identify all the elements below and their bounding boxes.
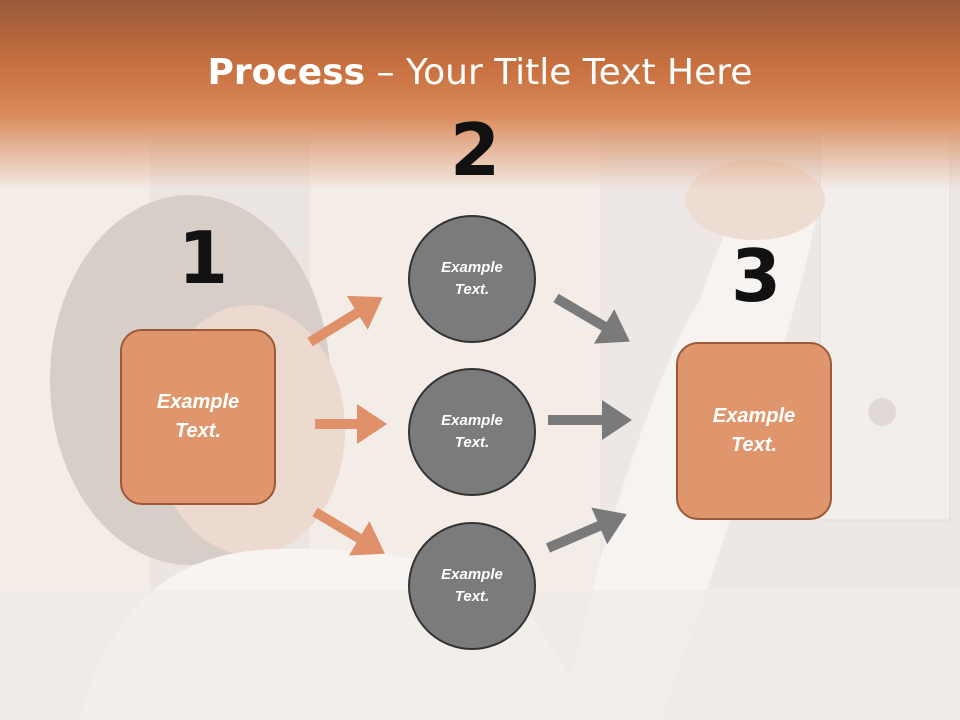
step-number-2: 2 [450,108,501,192]
step-box-3[interactable]: Example Text. [676,342,832,520]
step-box-1-line2: Text. [175,420,221,442]
arrow-1-to-bottom [312,507,385,556]
step-box-1[interactable]: Example Text. [120,329,276,505]
circle-middle-line2: Text. [454,434,490,451]
step-box-3-line1: Example [712,405,796,427]
circle-top-line2: Text. [454,281,490,298]
circle-top-line1: Example [441,258,503,276]
arrow-1-to-top [307,295,383,347]
arrow-bottom-to-3 [546,507,627,553]
circle-bottom-line1: Example [441,565,503,583]
slide-title[interactable]: Process – Your Title Text Here [0,52,960,93]
circle-bottom-line2: Text. [454,588,490,605]
arrow-top-to-3 [553,293,630,344]
circle-bottom[interactable]: Example Text. [408,522,536,650]
circle-middle-line1: Example [441,411,503,429]
title-bold: Process [207,52,366,93]
step-box-3-line2: Text. [731,434,777,456]
step-box-1-line1: Example [156,391,240,413]
step-number-3: 3 [731,234,782,318]
title-band [0,0,960,190]
circle-top[interactable]: Example Text. [408,215,536,343]
circle-middle[interactable]: Example Text. [408,368,536,496]
step-number-1: 1 [178,216,229,300]
title-rest: – Your Title Text Here [365,52,753,93]
